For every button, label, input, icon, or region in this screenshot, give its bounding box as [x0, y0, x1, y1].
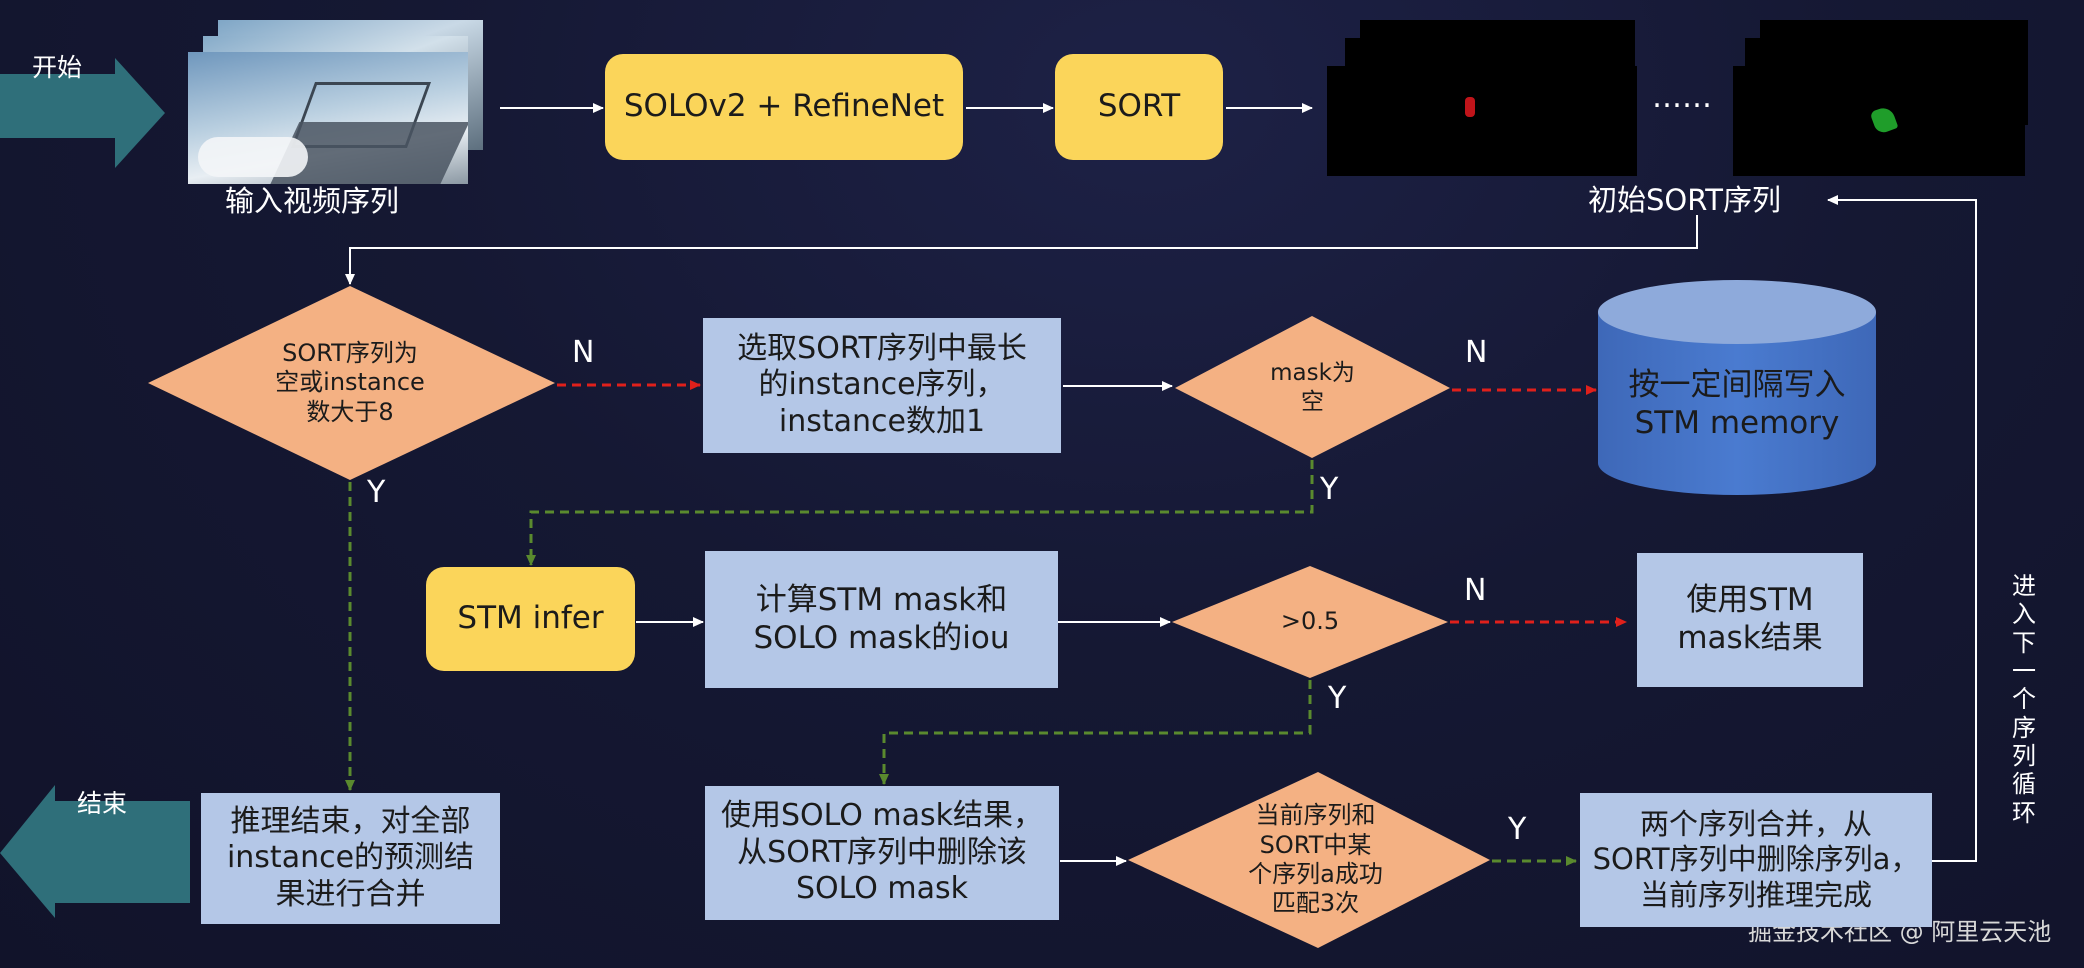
edge-initial-cond [345, 215, 1698, 285]
edge-y3-label: Y [1328, 681, 1347, 716]
edge-y4-label: Y [1508, 812, 1527, 847]
use-stm-box: 使用STM mask结果 [1637, 553, 1863, 687]
merge-box: 两个序列合并，从 SORT序列中删除序列a， 当前序列推理完成 [1580, 793, 1932, 927]
edge-n2-label: N [1465, 335, 1488, 370]
end-label: 结束 [77, 789, 128, 818]
input-video-label: 输入视频序列 [225, 184, 400, 218]
sort-box: SORT [1055, 54, 1223, 160]
match3-diamond [1128, 772, 1490, 948]
frames-ellipsis: …… [1652, 80, 1712, 115]
select-longest-box: 选取SORT序列中最长 的instance序列， instance数加1 [703, 318, 1061, 453]
red-mask-blob [1465, 97, 1475, 117]
initial-sort-label: 初始SORT序列 [1588, 183, 1781, 217]
mask-empty-text: mask为 空 [1270, 360, 1355, 415]
cond-sort-empty-diamond [148, 286, 555, 480]
calc-iou-box: 计算STM mask和 SOLO mask的iou [705, 551, 1058, 688]
match3-text: 当前序列和 SORT中某 个序列a成功 匹配3次 [1248, 801, 1383, 918]
solo-refinenet-box: SOLOv2 + RefineNet [605, 54, 963, 160]
edge-n1-label: N [572, 335, 595, 370]
write-memory-text: 按一定间隔写入 STM memory [1628, 367, 1846, 441]
end-arrow [0, 785, 190, 918]
edge-n3-label: N [1464, 573, 1487, 608]
edge-y1-label: Y [367, 475, 386, 510]
start-label: 开始 [32, 53, 83, 82]
iou-diamond [1172, 566, 1448, 678]
green-mask-blob [1869, 104, 1899, 136]
mask-empty-diamond [1175, 316, 1450, 458]
use-solo-box: 使用SOLO mask结果， 从SORT序列中删除该 SOLO mask [705, 786, 1059, 920]
edge-y2-label: Y [1320, 472, 1339, 507]
sort-frame2-front [1733, 66, 2025, 176]
edge-y3 [879, 680, 1312, 785]
cond-sort-empty-text: SORT序列为 空或instance 数大于8 [275, 339, 425, 426]
write-memory-cylinder [1598, 280, 1876, 495]
edge-loop [1827, 195, 1977, 862]
sort-frame-front [1327, 66, 1637, 176]
start-arrow [0, 58, 165, 168]
finish-box: 推理结束，对全部 instance的预测结 果进行合并 [201, 793, 500, 924]
next-loop-label: 进 入 下 一 个 序 列 循 环 [2012, 572, 2036, 827]
input-video-thumbnails [188, 20, 483, 184]
iou-text: >0.5 [1280, 607, 1340, 636]
edge-y2 [526, 460, 1314, 566]
stm-infer-box: STM infer [426, 567, 635, 671]
